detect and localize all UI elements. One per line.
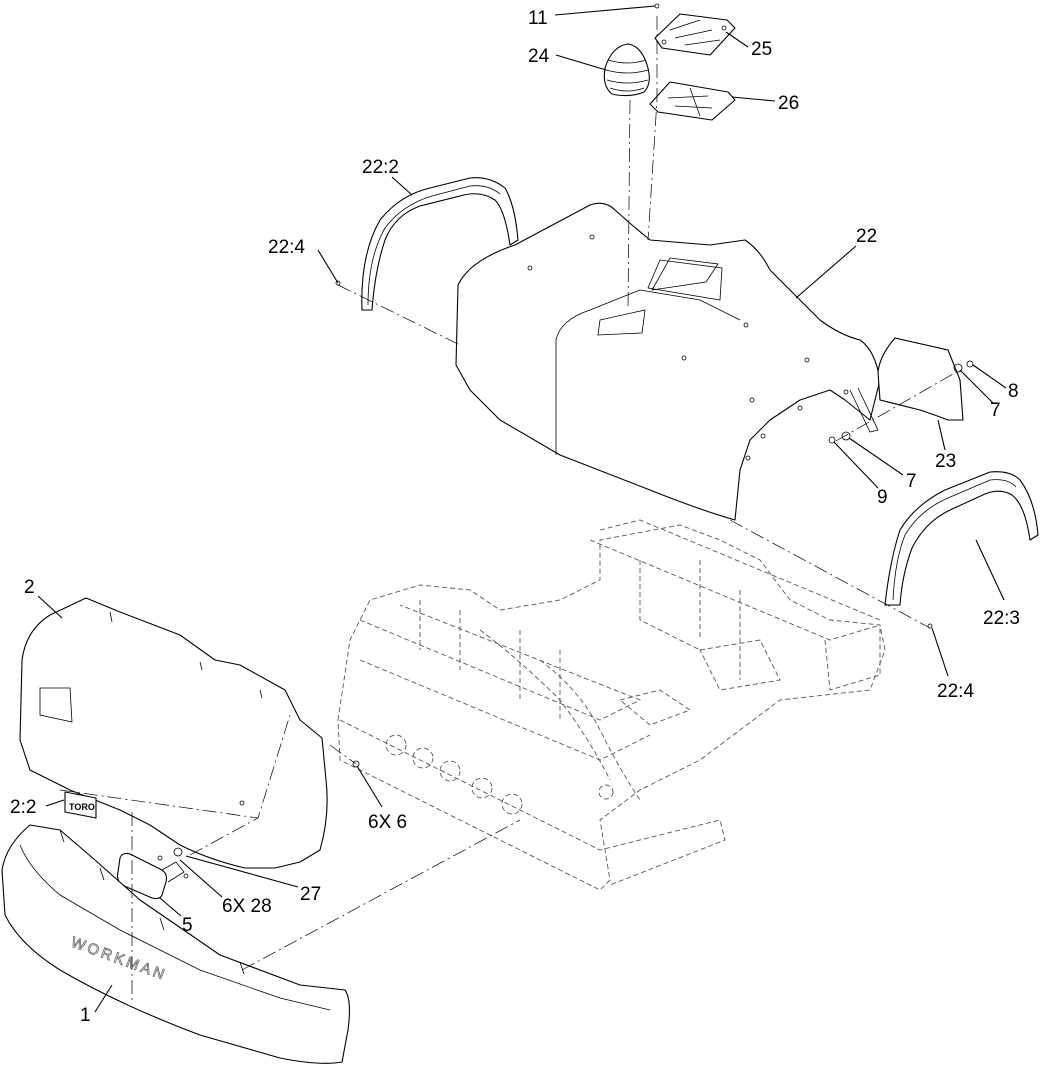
plate-25	[654, 13, 736, 56]
chassis-frame	[337, 519, 886, 891]
shift-boot-24	[603, 43, 650, 97]
callout-2: 2	[24, 577, 35, 598]
callout-22: 22	[856, 226, 877, 247]
callout-6x28: 6X 28	[222, 896, 272, 917]
callout-26: 26	[778, 93, 799, 114]
callout-6x6: 6X 6	[368, 812, 407, 833]
callout-22-4-top: 22:4	[268, 237, 305, 258]
badge-text: TORO	[69, 802, 95, 812]
callout-7-right: 7	[990, 400, 1001, 421]
callout-8: 8	[1008, 381, 1019, 402]
callout-1: 1	[80, 1005, 91, 1026]
fender-22-2	[361, 177, 519, 311]
callout-22-4-bottom: 22:4	[937, 681, 974, 702]
callout-27: 27	[300, 884, 321, 905]
bumper-1: WORKMAN	[1, 824, 351, 1064]
callout-23: 23	[935, 451, 956, 472]
callout-7-lower: 7	[906, 471, 917, 492]
plate-26	[649, 81, 736, 121]
front-hood-2	[19, 597, 328, 869]
hardware	[335, 3, 974, 768]
badge-2-2: TORO	[64, 791, 97, 819]
callouts: 11 24 25 26 22:2 22:4 22 8 7 23 7 9 22:3…	[10, 8, 1020, 1026]
callout-22-3: 22:3	[983, 608, 1020, 629]
callout-22-2: 22:2	[362, 157, 399, 178]
callout-25: 25	[751, 39, 772, 60]
center-lines	[59, 16, 961, 1000]
callout-24: 24	[528, 46, 550, 67]
hood-22	[455, 202, 881, 521]
fender-22-3	[884, 471, 1039, 606]
callout-5: 5	[182, 915, 193, 936]
callout-2-2: 2:2	[10, 797, 36, 818]
leader-lines	[37, 5, 1007, 1013]
panel-23	[877, 337, 964, 421]
callout-11: 11	[528, 8, 548, 29]
callout-9: 9	[877, 487, 888, 508]
